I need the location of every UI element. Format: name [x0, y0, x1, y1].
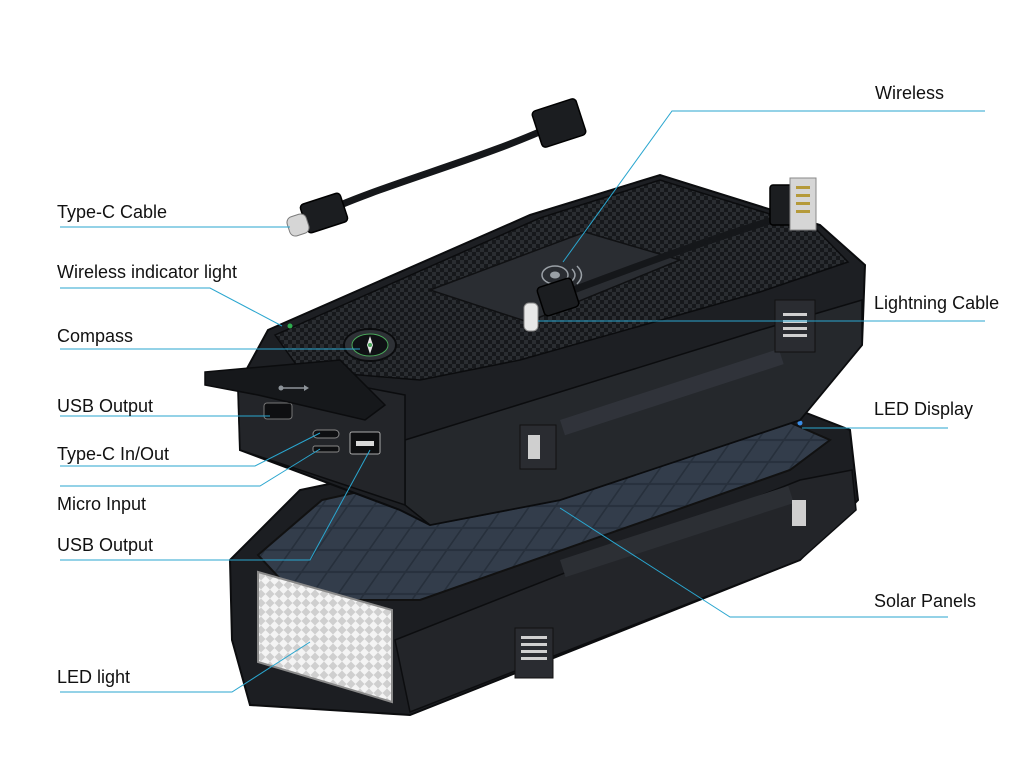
- label-usb-output-top: USB Output: [57, 396, 154, 416]
- micro-port: [312, 445, 340, 453]
- bottom-side-slot: [792, 500, 806, 526]
- leader-lines: [60, 110, 985, 693]
- usb-output-port-left: [263, 402, 293, 420]
- top-clip-right: [774, 299, 816, 353]
- wireless-charging-icon: [541, 265, 583, 285]
- label-led-light: LED light: [57, 667, 131, 687]
- label-wireless: Wireless: [875, 83, 945, 103]
- usb-icon: [278, 385, 309, 391]
- bottom-side-face: [394, 469, 857, 714]
- type-c-port: [312, 429, 340, 439]
- top-grip-stripe: [560, 348, 784, 436]
- leader-wireless-indicator-light: [60, 287, 283, 327]
- label-usb-output-bottom: USB Output: [57, 535, 154, 555]
- label-solar-panels: Solar Panels: [874, 591, 977, 611]
- label-micro-input: Micro Input: [57, 494, 147, 514]
- label-compass: Compass: [57, 326, 134, 346]
- bottom-clip-ribs: [521, 636, 547, 660]
- leader-solar-panels: [559, 507, 948, 618]
- label-lightning-cable: Lightning Cable: [874, 293, 1000, 313]
- led-light-panel: [257, 570, 393, 704]
- leader-type-c-in-out: [60, 432, 321, 467]
- label-type-c-in-out: Type-C In/Out: [57, 444, 170, 464]
- type-c-cable: [286, 98, 587, 237]
- top-clip-window: [528, 435, 540, 459]
- port-flap: [204, 359, 387, 421]
- usb-port-tongue: [356, 441, 374, 446]
- leader-micro-input: [60, 448, 321, 487]
- lightning-cable: [523, 177, 817, 332]
- bottom-grip-stripe: [560, 485, 794, 578]
- label-led-display: LED Display: [874, 399, 974, 419]
- label-wireless-indicator-light: Wireless indicator light: [57, 262, 238, 282]
- wireless-indicator-dot: [287, 323, 293, 329]
- label-type-c-cable: Type-C Cable: [57, 202, 168, 222]
- leader-led-light: [60, 641, 311, 693]
- compass-icon: [343, 328, 397, 362]
- leader-wireless: [562, 110, 985, 263]
- leader-usb-output-bottom: [60, 449, 371, 561]
